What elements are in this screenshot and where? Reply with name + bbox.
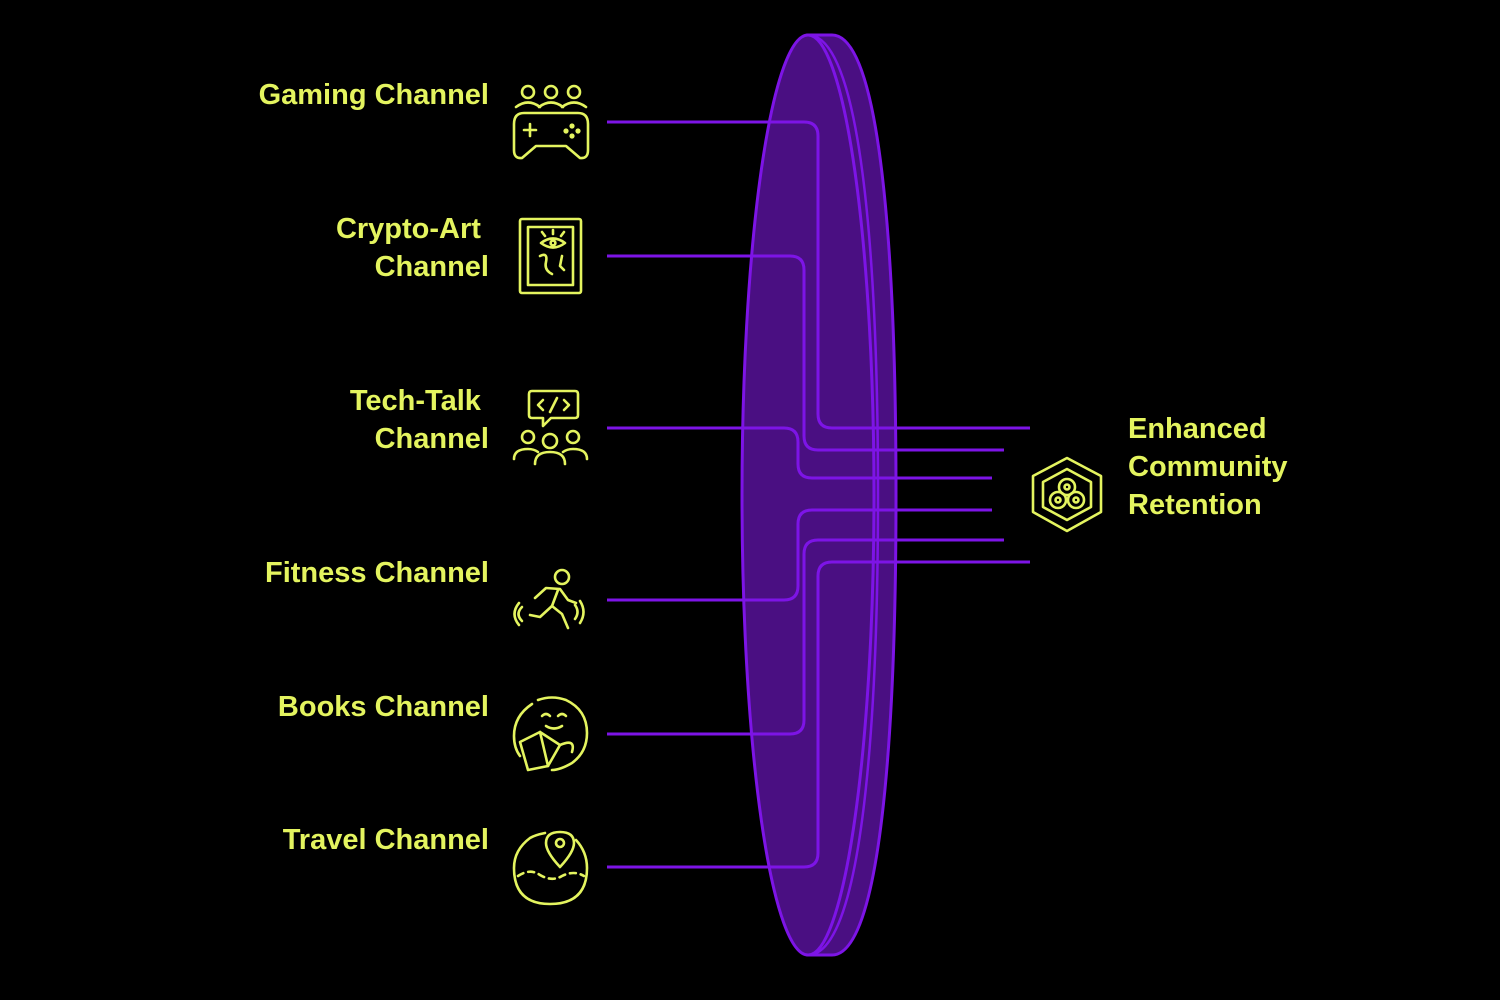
connector-lines — [607, 120, 1030, 869]
label-fitness-channel: Fitness Channel — [265, 557, 489, 589]
converging-lens — [740, 33, 898, 957]
label-tech-talk-channel: Tech-Talk Channel — [350, 385, 489, 455]
map-pin-globe-icon — [512, 830, 589, 906]
gamepad-group-icon — [512, 84, 590, 160]
channel-labels: Gaming Channel Crypto-Art Channel Tech-T… — [259, 79, 489, 856]
connector-gaming — [607, 120, 1030, 430]
label-travel-channel: Travel Channel — [283, 824, 489, 856]
connector-tech-talk — [607, 426, 992, 480]
label-crypto-art-channel: Crypto-Art Channel — [336, 213, 489, 283]
connector-travel — [607, 560, 1030, 869]
lens-front-face — [740, 33, 876, 957]
label-gaming-channel: Gaming Channel — [259, 79, 489, 111]
label-enhanced-community-retention: Enhanced Community Retention — [1128, 413, 1296, 521]
reading-person-icon — [512, 696, 589, 772]
label-books-channel: Books Channel — [278, 691, 489, 723]
connector-crypto-art — [607, 254, 1004, 452]
connector-books — [607, 538, 1004, 736]
running-person-icon — [513, 568, 585, 630]
community-hexagon-icon — [1031, 456, 1103, 533]
lens-inner-edge — [807, 33, 880, 957]
code-chat-group-icon — [512, 389, 589, 466]
connector-fitness — [607, 508, 992, 602]
framed-art-icon — [518, 217, 583, 295]
